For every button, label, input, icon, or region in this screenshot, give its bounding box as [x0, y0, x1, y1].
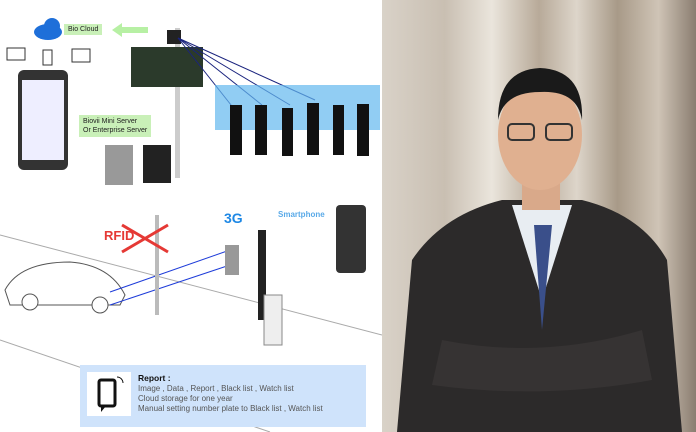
server-label-line2: Or Enterprise Server — [83, 127, 148, 134]
man-portrait — [397, 68, 682, 432]
people-silhouettes — [230, 103, 369, 156]
report-line: Image , Data , Report , Black list , Wat… — [138, 384, 294, 393]
phone-message-icon — [87, 372, 131, 416]
arrow-icon — [112, 23, 148, 37]
smartphone-right-image — [336, 205, 366, 273]
road-line — [0, 234, 382, 336]
server-label-line1: Biovii Mini Server — [83, 118, 138, 125]
car-image — [4, 261, 126, 306]
city-skyline — [215, 85, 380, 130]
report-title: Report : — [138, 373, 171, 383]
smartphone-label: Smartphone — [278, 210, 325, 219]
camera-stand — [175, 28, 180, 178]
camera-icon — [167, 30, 181, 44]
report-text: Report : Image , Data , Report , Black l… — [138, 373, 323, 414]
lpr-camera — [225, 245, 239, 275]
barrier-pole — [258, 230, 266, 320]
rfid-pole — [155, 215, 159, 315]
server-label: Biovii Mini Server Or Enterprise Server — [79, 115, 152, 137]
devices-icon — [6, 47, 91, 66]
cloud-icon — [34, 18, 62, 40]
report-line: Cloud storage for one year — [138, 394, 233, 403]
diagram-graphics — [0, 18, 382, 432]
portrait-photo — [382, 0, 696, 432]
barrier-gate — [263, 294, 283, 346]
3g-label: 3G — [224, 210, 243, 226]
system-diagram: Bio Cloud Biovii Mini Server Or Enterpri… — [0, 18, 382, 432]
server-image — [105, 145, 133, 185]
monitor-image — [131, 47, 203, 87]
bio-cloud-label: Bio Cloud — [64, 24, 103, 35]
rfid-label: RFID — [104, 228, 135, 243]
report-box: Report : Image , Data , Report , Black l… — [80, 365, 366, 427]
report-line: Manual setting number plate to Black lis… — [138, 404, 323, 413]
